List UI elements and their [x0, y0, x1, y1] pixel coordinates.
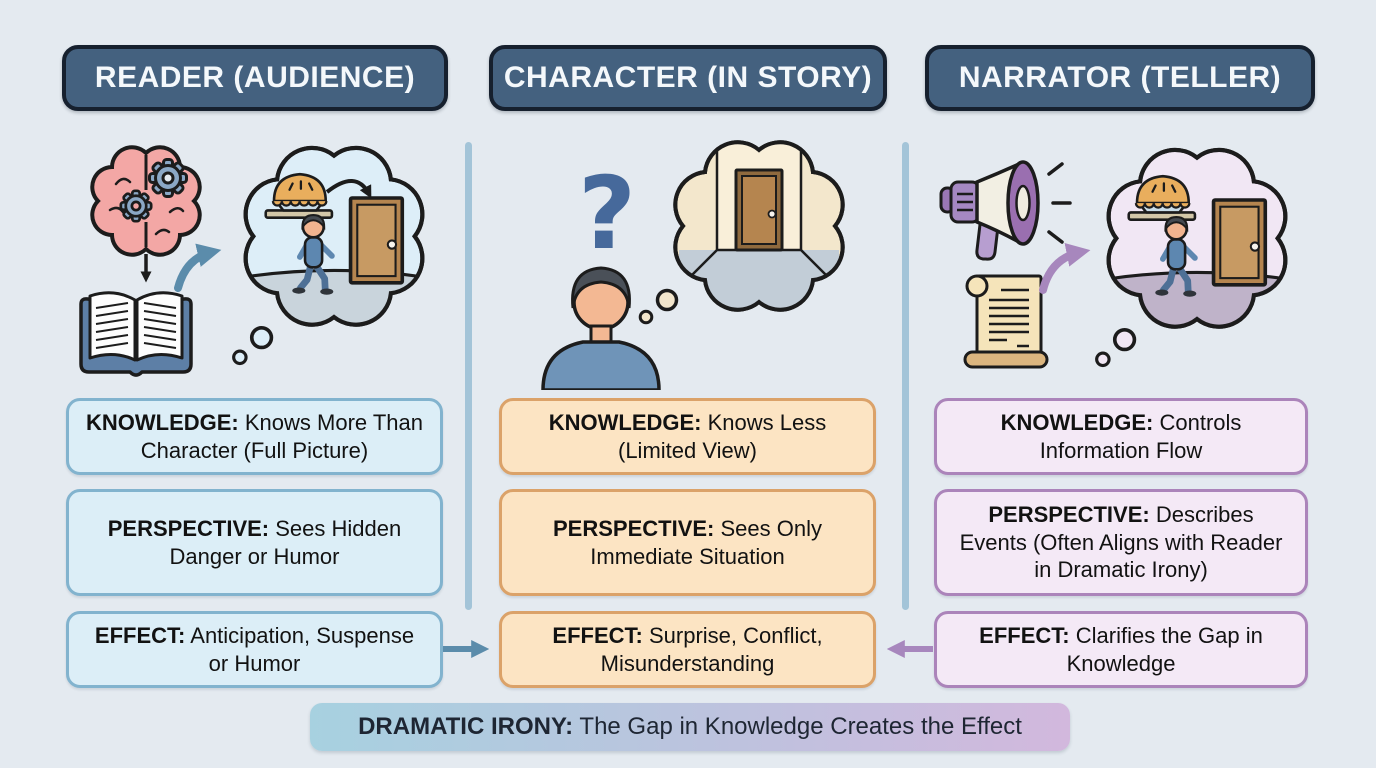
- megaphone-icon: [939, 160, 1072, 261]
- narrator-effect-box: EFFECT: Clarifies the Gap in Knowledge: [934, 611, 1308, 688]
- box-label: KNOWLEDGE:: [85, 409, 239, 435]
- narrator-perspective-box: PERSPECTIVE: Describes Events (Often Ali…: [934, 489, 1308, 596]
- character-illustration: ?: [541, 140, 845, 390]
- column-header-narrator: NARRATOR (TELLER): [925, 45, 1315, 111]
- box-text: Clarifies the Gap in Knowledge: [1066, 622, 1263, 676]
- scroll-icon: [963, 274, 1049, 369]
- thought-bubble-pie-door-walker: [1097, 150, 1288, 366]
- box-text: Surprise, Conflict, Misunderstanding: [600, 622, 823, 676]
- reader-knowledge-box: KNOWLEDGE: Knows More Than Character (Fu…: [66, 398, 443, 475]
- narrator-to-character-arrow: [886, 640, 933, 658]
- box-label: EFFECT:: [552, 622, 643, 648]
- reader-effect-box: EFFECT: Anticipation, Suspense or Humor: [66, 611, 443, 688]
- question-mark-icon: ?: [578, 155, 636, 272]
- box-label: PERSPECTIVE:: [107, 515, 270, 541]
- box-text: Controls Information Flow: [1039, 409, 1242, 463]
- thought-bubble-pie-door-walker: [234, 148, 425, 364]
- dramatic-irony-banner: DRAMATIC IRONY: The Gap in Knowledge Cre…: [310, 703, 1070, 751]
- column-divider: [902, 142, 909, 610]
- thought-dot-icon: [638, 309, 654, 325]
- curved-arrow-icon: [1039, 243, 1091, 294]
- box-text: Knows More Than Character (Full Picture): [140, 409, 424, 463]
- column-header-reader: READER (AUDIENCE): [62, 45, 448, 111]
- narrator-knowledge-box: KNOWLEDGE: Controls Information Flow: [934, 398, 1308, 475]
- thought-bubble-door: [673, 140, 845, 312]
- banner-text: The Gap in Knowledge Creates the Effect: [579, 713, 1022, 740]
- box-text: Anticipation, Suspense or Humor: [190, 622, 415, 676]
- character-knowledge-box: KNOWLEDGE: Knows Less (Limited View): [499, 398, 876, 475]
- pie-to-door-arrow-icon: [325, 179, 372, 199]
- column-header-character: CHARACTER (IN STORY): [489, 45, 887, 111]
- character-effect-box: EFFECT: Surprise, Conflict, Misunderstan…: [499, 611, 876, 688]
- box-text: Sees Only Immediate Situation: [590, 515, 822, 569]
- box-text: Describes Events (Often Aligns with Read…: [959, 501, 1283, 583]
- open-book-icon: [79, 291, 193, 377]
- column-divider: [465, 142, 472, 610]
- box-label: EFFECT:: [94, 622, 186, 648]
- thought-dot-icon: [655, 288, 679, 312]
- reader-perspective-box: PERSPECTIVE: Sees Hidden Danger or Humor: [66, 489, 443, 596]
- person-bust-icon: [541, 266, 661, 390]
- banner-label: DRAMATIC IRONY:: [358, 713, 574, 740]
- reader-to-character-arrow: [443, 640, 490, 658]
- box-text: Sees Hidden Danger or Humor: [169, 515, 402, 569]
- box-label: PERSPECTIVE:: [988, 501, 1150, 527]
- reader-illustration: [79, 138, 448, 377]
- character-perspective-box: PERSPECTIVE: Sees Only Immediate Situati…: [499, 489, 876, 596]
- box-label: PERSPECTIVE:: [553, 515, 715, 541]
- box-text: Knows Less (Limited View): [618, 409, 827, 463]
- box-label: KNOWLEDGE:: [1000, 409, 1154, 435]
- box-label: EFFECT:: [979, 622, 1070, 648]
- brain-gears-icon: [90, 145, 202, 257]
- curved-arrow-icon: [174, 243, 222, 292]
- box-label: KNOWLEDGE:: [548, 409, 702, 435]
- narrator-illustration: [939, 138, 1315, 390]
